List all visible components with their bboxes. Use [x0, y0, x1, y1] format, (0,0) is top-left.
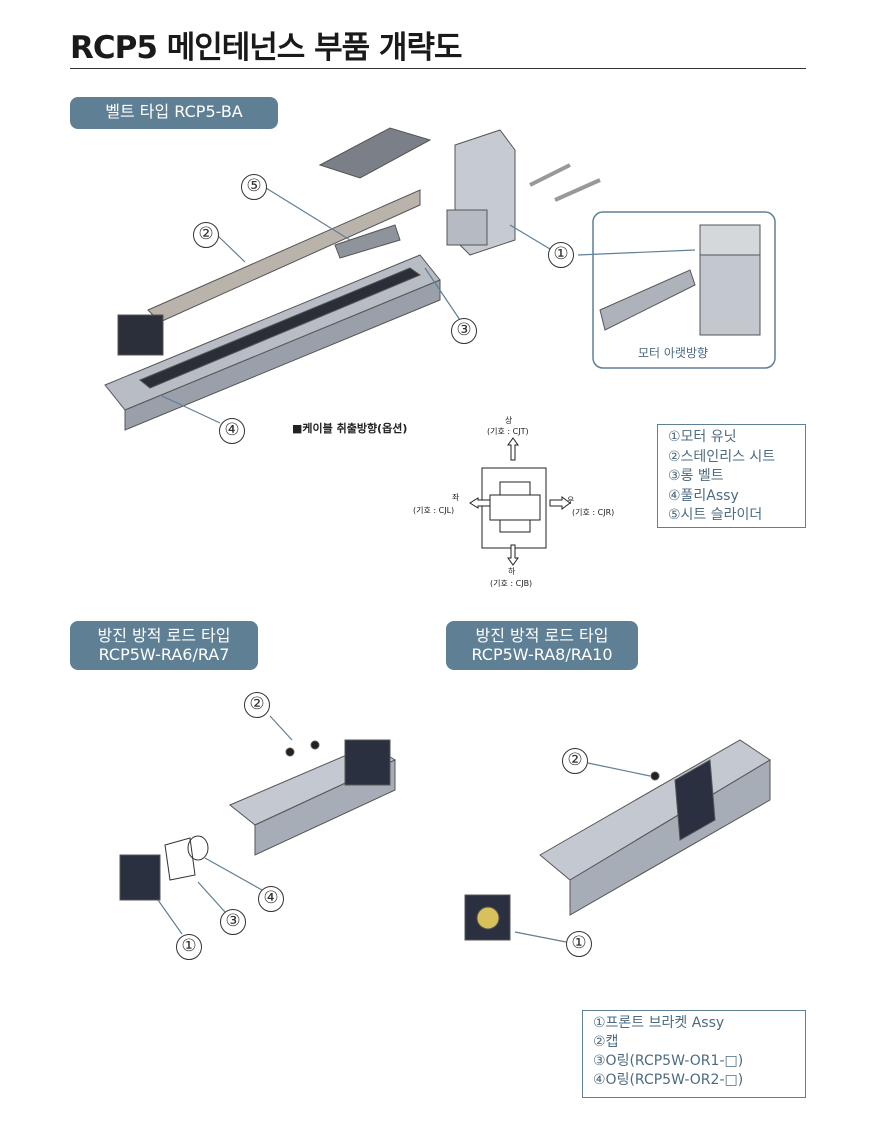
direction-left-code: (기호 : CJL)	[413, 506, 455, 515]
callout-1: ①	[566, 931, 592, 957]
callout-4: ④	[258, 886, 284, 912]
direction-right-code: (기호 : CJR)	[572, 508, 615, 517]
badge-line1: 방진 방적 로드 타입	[475, 626, 609, 645]
direction-right-label: 우	[567, 496, 575, 505]
callout-2: ②	[562, 748, 588, 774]
legend-rod: ①프론트 브라켓 Assy ②캡 ③O링(RCP5W-OR1-□) ④O링(RC…	[582, 1010, 806, 1098]
section-badge-ra6: 방진 방적 로드 타입 RCP5W-RA6/RA7	[70, 621, 258, 670]
legend-item: ②캡	[593, 1034, 619, 1050]
callout-2: ②	[193, 222, 219, 248]
callout-3: ③	[451, 318, 477, 344]
front-bracket	[119, 854, 161, 901]
legend-item: ①모터 유닛	[668, 429, 737, 445]
slider-cover	[318, 127, 432, 179]
end-cap	[117, 314, 164, 356]
title-divider	[70, 68, 806, 69]
legend-item: ③롱 벨트	[668, 468, 724, 484]
direction-left-label: 좌	[452, 493, 460, 502]
legend-item: ④O링(RCP5W-OR2-□)	[593, 1072, 744, 1088]
cable-direction-heading: ■케이블 취출방향(옵션)	[292, 422, 408, 435]
badge-line2: RCP5W-RA6/RA7	[98, 645, 230, 664]
badge-line2: RCP5W-RA8/RA10	[471, 645, 613, 664]
legend-item: ⑤시트 슬라이더	[668, 507, 763, 523]
legend-belt: ①모터 유닛 ②스테인리스 시트 ③롱 벨트 ④풀리Assy ⑤시트 슬라이더	[657, 424, 806, 528]
callout-3: ③	[220, 909, 246, 935]
direction-bottom-code: (기호 : CJB)	[490, 579, 533, 588]
callout-1: ①	[548, 242, 574, 268]
callout-1: ①	[176, 934, 202, 960]
callout-5: ⑤	[241, 174, 267, 200]
section-badge-ra8: 방진 방적 로드 타입 RCP5W-RA8/RA10	[446, 621, 638, 670]
legend-item: ④풀리Assy	[668, 487, 739, 504]
page-title: RCP5 메인테넌스 부품 개략도	[70, 30, 462, 66]
legend-item: ②스테인리스 시트	[668, 448, 776, 465]
section-badge-belt: 벨트 타입 RCP5-BA	[70, 97, 278, 129]
legend-item: ③O링(RCP5W-OR1-□)	[593, 1053, 744, 1069]
callout-4: ④	[219, 418, 245, 444]
direction-bottom-label: 하	[508, 567, 516, 576]
inset-caption: 모터 아랫방향	[638, 346, 709, 360]
direction-top-code: (기호 : CJT)	[487, 427, 529, 436]
callout-2: ②	[244, 692, 270, 718]
direction-top-label: 상	[505, 416, 513, 425]
badge-line1: 방진 방적 로드 타입	[97, 626, 231, 645]
legend-item: ①프론트 브라켓 Assy	[593, 1015, 725, 1031]
